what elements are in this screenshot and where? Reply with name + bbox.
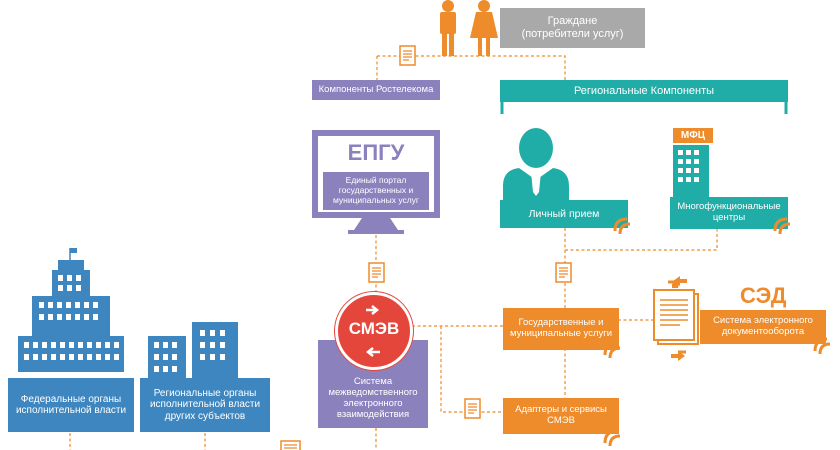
document-icon: [368, 262, 385, 283]
citizens-title: Граждане: [547, 15, 598, 28]
document-icon: [280, 440, 301, 450]
corner-arrow-icon: [603, 429, 621, 447]
sed-box: Система электронного документооборота: [700, 310, 826, 344]
smev-abbr: СМЭВ: [348, 319, 400, 339]
federal-building-icon: [18, 248, 124, 372]
corner-arrow-icon: [773, 217, 791, 235]
document-icon: [555, 262, 572, 283]
regional-bodies-box: Региональные органы исполнительной власт…: [140, 378, 270, 432]
epgu-abbr: ЕПГУ: [347, 140, 405, 165]
citizens-subtitle: (потребители услуг): [521, 28, 624, 40]
citizens-box: Граждане (потребители услуг): [500, 8, 645, 48]
monitor-stand: [348, 218, 404, 234]
epgu-description: Единый портал государственных и муниципа…: [323, 172, 429, 210]
adapters-box: Адаптеры и сервисы СМЭВ: [503, 398, 619, 434]
rostelecom-label: Компоненты Ростелекома: [312, 80, 440, 100]
personal-reception-box: Личный прием: [500, 200, 628, 228]
epgu-monitor: ЕПГУ Единый портал государственных и мун…: [312, 130, 440, 218]
mfc-sign: МФЦ: [673, 128, 713, 143]
arrow-right-icon: [671, 351, 685, 361]
arrow-left-icon: [673, 276, 687, 286]
bracket-lines: [500, 102, 788, 114]
regional-building-icon: [148, 322, 238, 382]
smev-label: Система межведомственного электронного в…: [328, 376, 418, 420]
corner-arrow-icon: [613, 217, 631, 235]
regional-label: Региональные Компоненты: [500, 80, 788, 102]
federal-box: Федеральные органы исполнительной власти: [8, 378, 134, 432]
sed-abbr: СЭД: [740, 283, 787, 308]
building-icon: [673, 145, 709, 197]
smev-circle: [335, 292, 413, 370]
corner-arrow-icon: [813, 337, 831, 355]
arrow-left-icon: [365, 347, 380, 357]
gov-services-box: Государственные и муниципальные услуги: [503, 308, 619, 350]
arrow-right-icon: [366, 305, 380, 315]
citizens-icon: [440, 0, 498, 56]
document-icon: [399, 45, 416, 66]
document-icon: [464, 398, 481, 419]
corner-arrow-icon: [603, 341, 621, 359]
person-icon: [503, 128, 569, 200]
mfc-box: Многофункциональные центры: [670, 197, 788, 229]
